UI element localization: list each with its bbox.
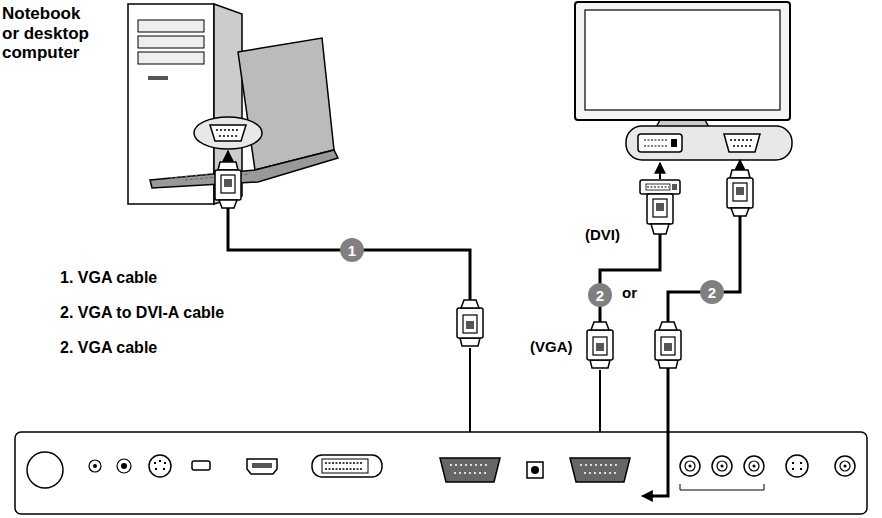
label-slot: (VGA) — [530, 338, 573, 356]
label-slot: 2. VGA to DVI-A cable — [60, 303, 224, 322]
label-slot: 2. VGA cable — [60, 338, 157, 357]
callout-number: 2 — [596, 288, 604, 303]
callout-number: 1 — [348, 243, 356, 258]
cable-list-item: 2. VGA cable — [60, 338, 157, 357]
callout-number: 2 — [708, 285, 716, 300]
cable-list-item: 2. VGA to DVI-A cable — [60, 303, 224, 322]
cable-list-item: 1. VGA cable — [60, 268, 157, 287]
label-slot: or — [622, 284, 637, 302]
device-heading: Notebook or desktop computer — [2, 4, 98, 63]
connector-label: (VGA) — [530, 338, 573, 356]
connector-label: (DVI) — [585, 226, 620, 244]
label-slot: (DVI) — [585, 226, 620, 244]
label-slot: 1 — [348, 243, 356, 258]
label-slot: 1. VGA cable — [60, 268, 157, 287]
label-slot: 2 — [708, 285, 716, 300]
computer-group: Notebook or desktop computer — [0, 0, 345, 210]
label-slot: 2 — [596, 288, 604, 303]
connector-label: or — [622, 284, 637, 302]
